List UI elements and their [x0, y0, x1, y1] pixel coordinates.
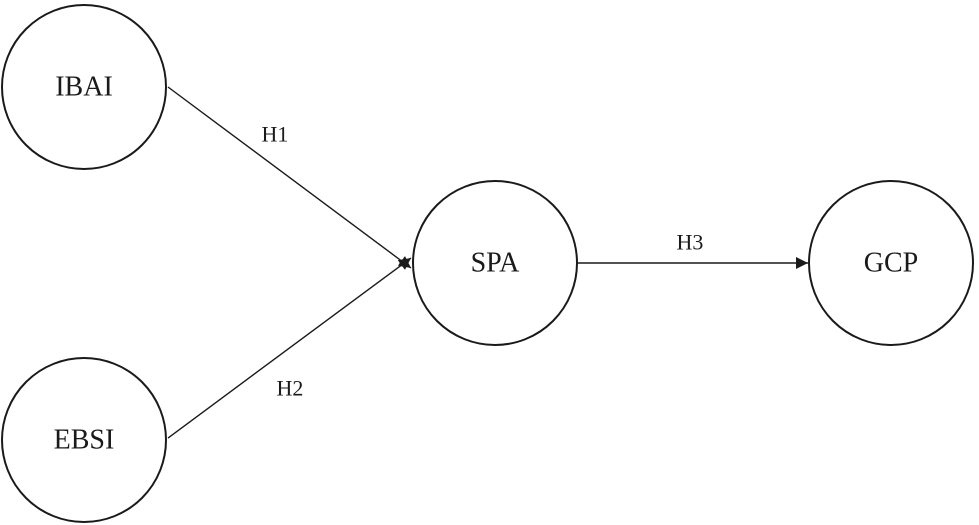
- edge-h3-label: H3: [677, 230, 704, 255]
- node-ebsi: EBSI: [1, 357, 167, 523]
- node-gcp-label: GCP: [864, 248, 918, 279]
- node-gcp-circle: [808, 180, 974, 346]
- node-ibai-circle: [1, 4, 167, 170]
- edge-h2-line: [167, 257, 412, 439]
- edge-h3: H3: [578, 230, 808, 269]
- edge-h1-line: [167, 86, 412, 269]
- node-spa-label: SPA: [471, 248, 521, 279]
- edge-h2-label: H2: [277, 376, 304, 401]
- node-spa: SPA: [412, 180, 578, 346]
- edge-h2: H2: [167, 257, 412, 439]
- edge-h1: H1: [167, 86, 412, 269]
- node-ebsi-circle: [1, 357, 167, 523]
- node-gcp: GCP: [808, 180, 974, 346]
- node-spa-circle: [412, 180, 578, 346]
- node-ebsi-label: EBSI: [54, 425, 115, 456]
- node-ibai-label: IBAI: [55, 72, 113, 103]
- node-ibai: IBAI: [1, 4, 167, 170]
- edge-h1-label: H1: [262, 122, 289, 147]
